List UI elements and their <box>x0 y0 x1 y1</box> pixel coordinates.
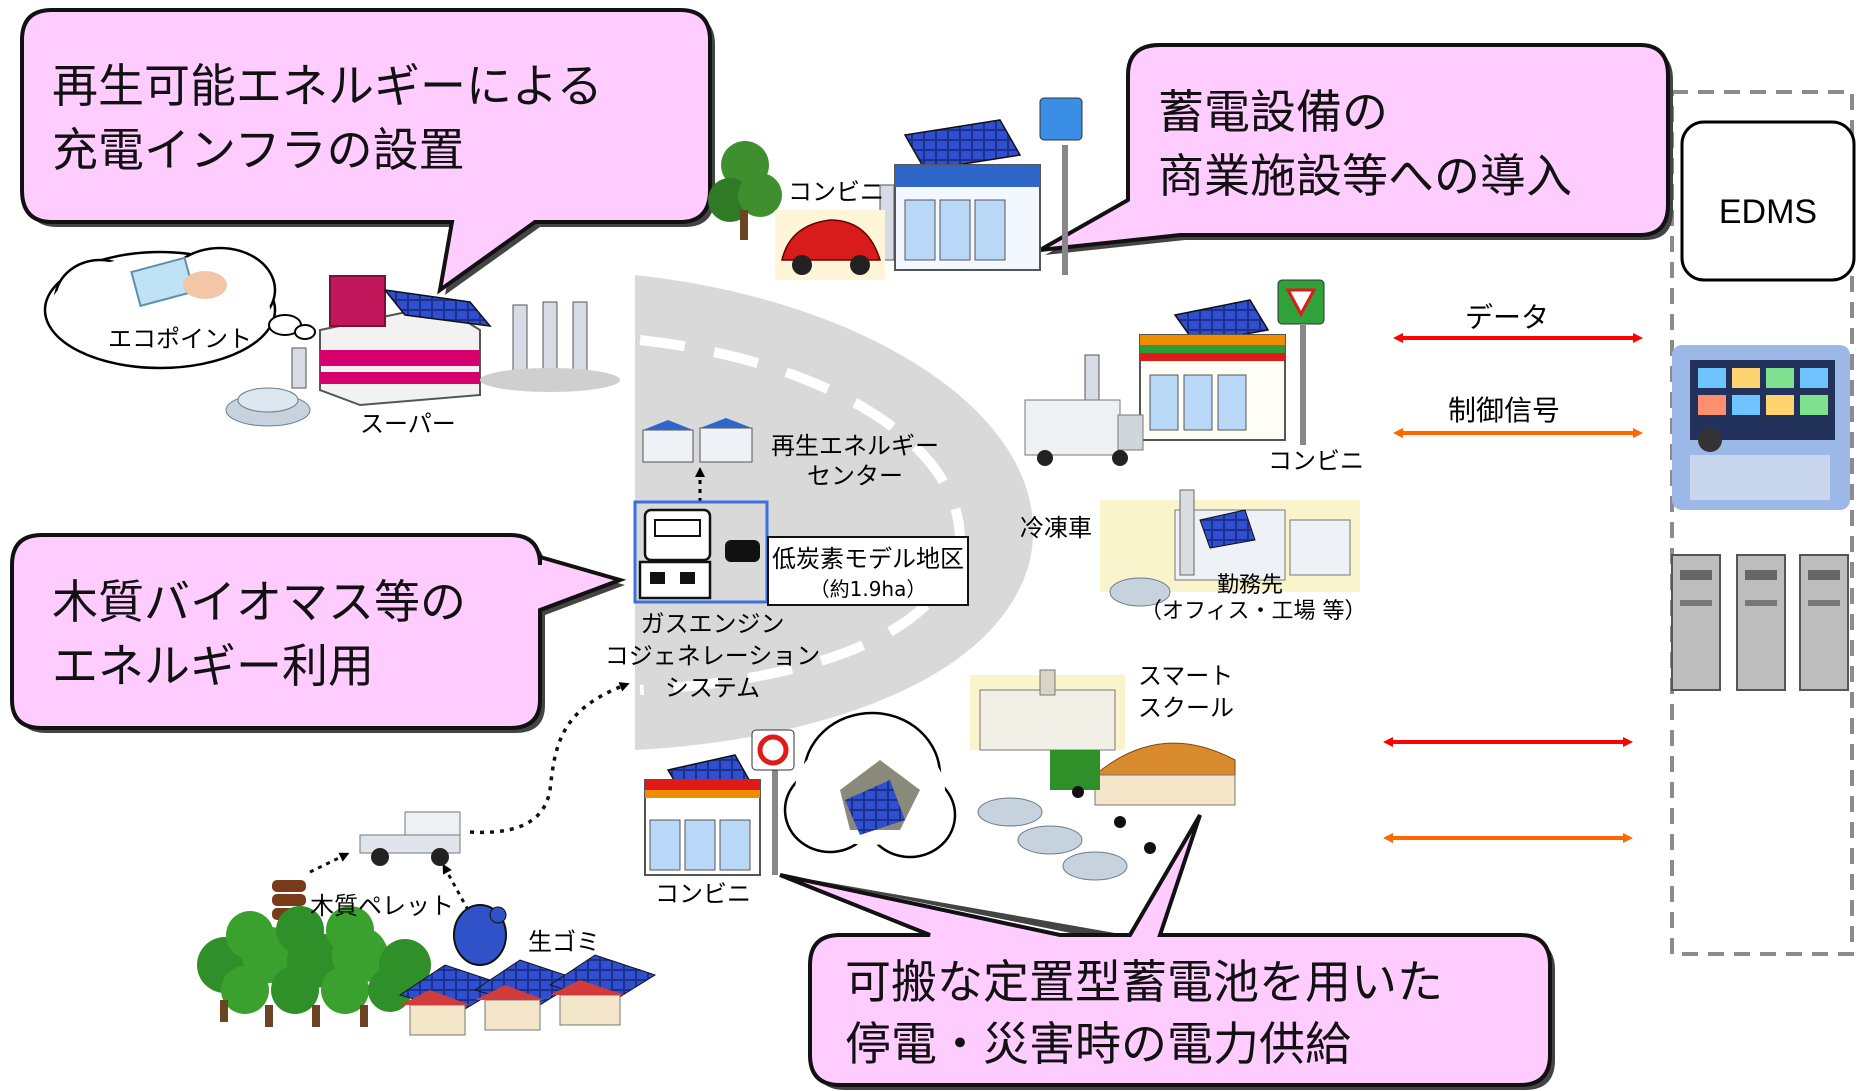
callout-portable-battery <box>779 813 1555 1090</box>
control-room-image <box>1672 345 1850 510</box>
convenience-store-bottom <box>644 729 795 876</box>
gas-engine-label-line1: ガスエンジン <box>640 610 785 638</box>
smart-school-building <box>970 669 1236 806</box>
workplace-label-line1: 勤務先 <box>1216 573 1283 598</box>
ev-cars-charging <box>977 786 1156 881</box>
pickup-truck <box>359 811 461 866</box>
convenience-store-mid <box>1024 279 1325 466</box>
low-carbon-district-box <box>767 536 969 606</box>
callout-biomass <box>10 533 627 733</box>
supermarket-building <box>225 275 620 427</box>
smart-school-label-line1: スマート <box>1138 662 1234 690</box>
food-waste-label: 生ゴミ <box>528 928 600 956</box>
waste-to-truck-dotted <box>442 863 470 911</box>
ecopoint-label: エコポイント <box>108 325 252 353</box>
workplace-building <box>1100 489 1360 607</box>
biomass-dotted-path <box>469 682 630 835</box>
callout-biomass-line1: 木質バイオマス等の <box>52 575 466 629</box>
callout-renewable-charging-line2: 充電インフラの設置 <box>52 123 465 177</box>
gas-engine-cogeneration-unit <box>633 500 769 604</box>
low-carbon-district-label-line1: 低炭素モデル地区 <box>772 545 964 573</box>
refrigerated-truck-label: 冷凍車 <box>1020 514 1092 542</box>
supermarket-label: スーパー <box>360 410 456 438</box>
convenience-top-label: コンビニ <box>788 178 884 206</box>
callout-renewable-charging <box>20 8 715 295</box>
convenience-mid-label: コンビニ <box>1268 447 1364 475</box>
workplace-label-line2: （オフィス・工場 等） <box>1140 599 1367 624</box>
wood-pellet-label: 木質ペレット <box>310 892 454 920</box>
low-carbon-district-label-line2: （約1.9ha） <box>809 577 927 601</box>
edms-label: EDMS <box>1718 193 1818 231</box>
callout-biomass-line2: エネルギー利用 <box>52 639 374 693</box>
data-arrow-label: データ <box>1465 301 1550 334</box>
control-signal-label: 制御信号 <box>1448 394 1561 427</box>
disaster-thought-cloud <box>783 711 957 859</box>
smart-school-label-line2: スクール <box>1138 694 1234 722</box>
callout-storage-commercial-line1: 蓄電設備の <box>1158 85 1388 139</box>
forest <box>197 906 431 1027</box>
gas-engine-label-line3: システム <box>664 674 761 702</box>
callout-storage-commercial <box>1039 43 1673 255</box>
edms-box <box>1680 120 1856 282</box>
renewable-center-label-line2: センター <box>807 462 903 490</box>
callout-renewable-charging-line1: 再生可能エネルギーによる <box>52 59 603 113</box>
pellet-to-truck-dotted <box>309 852 350 874</box>
food-waste-bag <box>453 904 507 966</box>
renewable-energy-center-building <box>642 418 753 463</box>
gas-engine-label-line2: コジェネレーション <box>604 642 821 670</box>
convenience-store-top <box>708 97 1083 280</box>
callout-portable-battery-line1: 可搬な定置型蓄電池を用いた <box>845 955 1443 1009</box>
ecopoint-cloud <box>43 246 316 370</box>
callout-storage-commercial-line2: 商業施設等への導入 <box>1158 149 1572 203</box>
solar-houses <box>398 954 657 1036</box>
edms-panel <box>1670 90 1854 956</box>
server-racks <box>1671 554 1849 691</box>
callout-portable-battery-line2: 停電・災害時の電力供給 <box>845 1017 1351 1071</box>
renewable-center-label-line1: 再生エネルギー <box>771 432 939 460</box>
convenience-bottom-label: コンビニ <box>655 880 751 908</box>
